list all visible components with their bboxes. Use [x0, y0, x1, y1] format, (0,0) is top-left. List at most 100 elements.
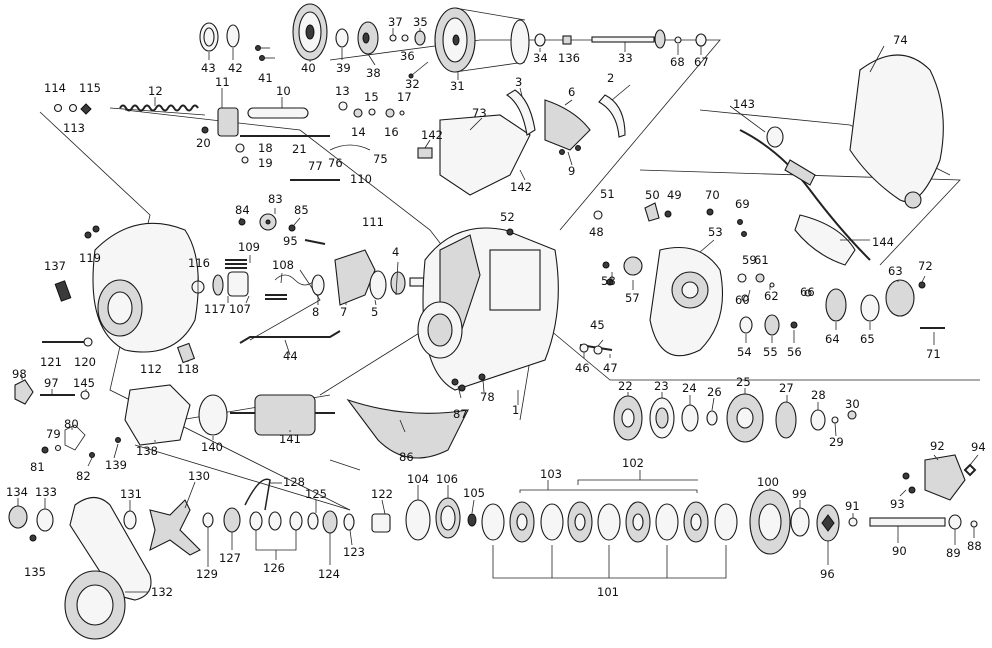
part-label: 122	[371, 487, 393, 501]
part-label: 96	[820, 567, 835, 581]
part-label: 52	[500, 210, 515, 224]
part-label: 44	[283, 349, 298, 363]
part-label: 3	[515, 75, 522, 89]
part-label: 105	[463, 486, 485, 500]
part-label: 14	[351, 125, 366, 139]
part-label: 137	[44, 259, 66, 273]
part-label: 141	[279, 432, 301, 446]
part-label: 26	[707, 385, 722, 399]
part-label: 67	[694, 55, 709, 69]
part-label: 92	[930, 439, 945, 453]
part-label: 41	[258, 71, 273, 85]
part-label: 78	[480, 390, 495, 404]
part-label: 40	[301, 61, 316, 75]
part-label: 138	[136, 444, 158, 458]
main-frame	[346, 227, 559, 459]
part-label: 4	[392, 245, 399, 259]
part-label: 21	[292, 142, 307, 156]
part-label: 142	[510, 180, 532, 194]
part-label: 93	[890, 497, 905, 511]
part-label: 120	[74, 355, 96, 369]
part-label: 28	[811, 388, 826, 402]
clutch-and-motor-parts	[14, 379, 335, 458]
part-label: 103	[540, 467, 562, 481]
right-side-plate	[506, 202, 945, 357]
part-label: 124	[318, 567, 340, 581]
part-label: 48	[589, 225, 604, 239]
part-label: 74	[893, 33, 908, 47]
part-label: 144	[872, 235, 894, 249]
part-label: 25	[736, 375, 751, 389]
part-label: 31	[450, 79, 465, 93]
part-label: 42	[228, 61, 243, 75]
part-label: 37	[388, 15, 403, 29]
part-label: 112	[140, 362, 162, 376]
part-label: 114	[44, 81, 66, 95]
part-label: 59	[742, 253, 757, 267]
part-label: 53	[708, 225, 723, 239]
part-label: 87	[453, 407, 468, 421]
part-label: 142	[421, 128, 443, 142]
gear-train-parts	[613, 393, 857, 443]
left-side-plate	[42, 213, 433, 364]
part-label: 65	[860, 332, 875, 346]
drag-washer-stack	[405, 454, 978, 579]
part-label: 143	[733, 97, 755, 111]
part-label: 5	[371, 305, 378, 319]
part-label: 29	[829, 435, 844, 449]
part-label: 7	[340, 305, 347, 319]
part-label: 85	[294, 203, 309, 217]
cover-and-cable-parts	[739, 54, 944, 266]
part-label: 10	[276, 84, 291, 98]
part-label: 86	[399, 450, 414, 464]
part-label: 11	[215, 75, 230, 89]
part-label: 61	[754, 253, 769, 267]
part-label: 27	[779, 381, 794, 395]
part-label: 100	[757, 475, 779, 489]
part-label: 71	[926, 347, 941, 361]
part-label: 127	[219, 551, 241, 565]
part-label: 119	[79, 251, 101, 265]
part-label: 140	[201, 440, 223, 454]
part-label: 90	[892, 544, 907, 558]
level-wind-parts	[53, 101, 405, 181]
part-label: 104	[407, 472, 429, 486]
part-label: 23	[654, 379, 669, 393]
part-label: 39	[336, 61, 351, 75]
part-label: 126	[263, 561, 285, 575]
part-label: 133	[35, 485, 57, 499]
part-label: 129	[196, 567, 218, 581]
part-label: 35	[413, 15, 428, 29]
part-label: 18	[258, 141, 273, 155]
part-label: 131	[120, 487, 142, 501]
part-labels: 43 42 41 40 39 38 37 35 36 32 31 34 136 …	[6, 15, 986, 599]
part-label: 134	[6, 485, 28, 499]
part-label: 69	[735, 197, 750, 211]
part-label: 22	[618, 379, 633, 393]
part-label: 62	[764, 289, 779, 303]
part-label: 56	[787, 345, 802, 359]
part-label: 130	[188, 469, 210, 483]
part-label: 60	[735, 293, 750, 307]
part-label: 38	[366, 66, 381, 80]
part-label: 84	[235, 203, 250, 217]
part-label: 16	[384, 125, 399, 139]
part-label: 111	[362, 215, 384, 229]
part-label: 15	[364, 90, 379, 104]
part-label: 75	[373, 152, 388, 166]
part-label: 73	[472, 106, 487, 120]
part-label: 80	[64, 417, 79, 431]
part-label: 72	[918, 259, 933, 273]
part-label: 9	[568, 164, 575, 178]
part-label: 135	[24, 565, 46, 579]
part-label: 139	[105, 458, 127, 472]
part-label: 55	[763, 345, 778, 359]
part-label: 45	[590, 318, 605, 332]
part-label: 132	[151, 585, 173, 599]
leader-lines	[17, 28, 979, 593]
part-label: 2	[607, 71, 614, 85]
part-label: 54	[737, 345, 752, 359]
part-label: 24	[682, 381, 697, 395]
